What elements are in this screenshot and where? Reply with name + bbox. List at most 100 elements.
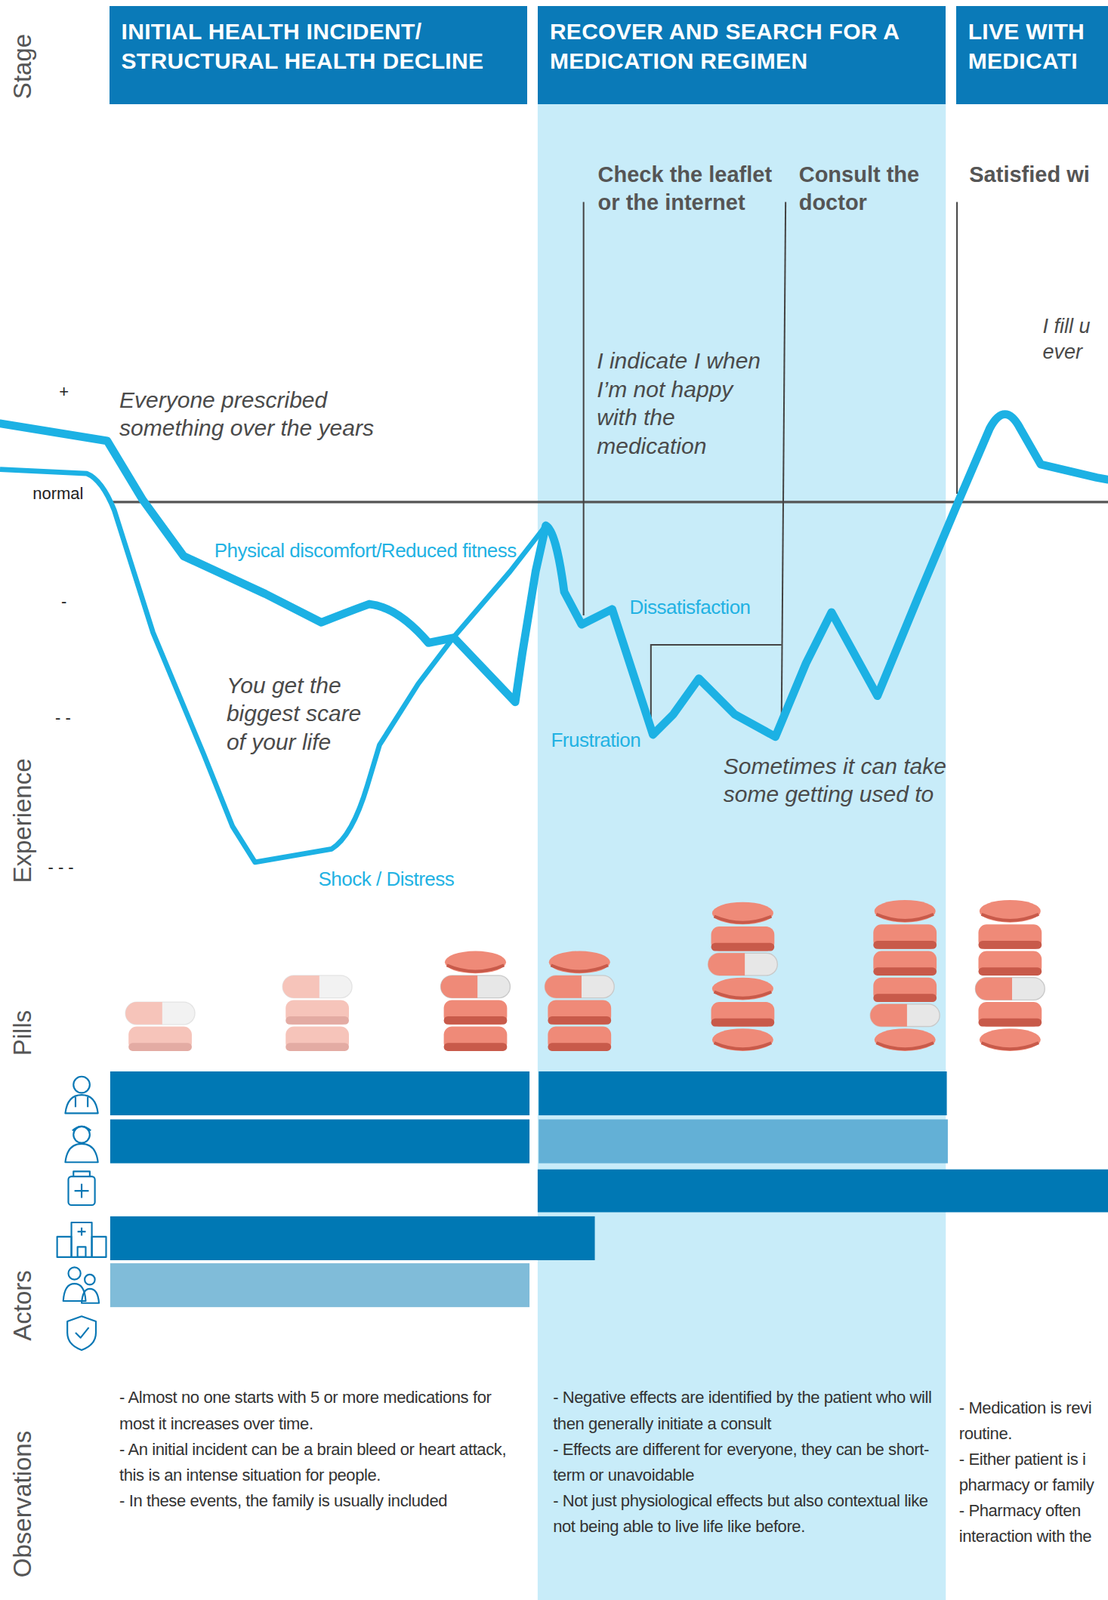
- tablet: [873, 951, 937, 976]
- observation-note: - Medication is revi routine.: [959, 1395, 1104, 1448]
- quote-text: You get the biggest scare of your life: [226, 671, 380, 757]
- tablet-edge: [444, 1043, 508, 1052]
- stage-title: RECOVER AND SEARCH FOR A MEDICATION REGI…: [549, 16, 934, 76]
- actor-bar: [538, 1119, 948, 1164]
- tablet: [444, 999, 508, 1025]
- observation-note: - Either patient is i pharmacy or family: [959, 1447, 1104, 1499]
- axis-label: Experience: [6, 759, 38, 884]
- actor-bar: [110, 1071, 530, 1116]
- pill-edge: [714, 1043, 772, 1050]
- capsule-half: [707, 953, 745, 976]
- tablet: [547, 1027, 612, 1052]
- scale-mark: -: [61, 591, 67, 613]
- pill: [712, 978, 774, 1001]
- emotion-label: Physical discomfort/Reduced fitness: [214, 538, 517, 564]
- tablet: [711, 926, 775, 951]
- capsule: [975, 978, 1045, 1001]
- scale-mark: +: [58, 381, 69, 403]
- pill: [549, 951, 611, 975]
- tablet: [128, 1027, 192, 1052]
- tablet: [285, 1027, 349, 1052]
- emotion-label: Dissatisfaction: [629, 595, 750, 621]
- tablet: [978, 1002, 1042, 1027]
- event-label: Satisfied wi: [969, 160, 1090, 189]
- hospital-icon: [57, 1222, 107, 1258]
- capsule: [441, 975, 511, 999]
- axis-label: Pills: [6, 1010, 38, 1057]
- event-line: [956, 202, 958, 495]
- event-label: Consult the doctor: [799, 160, 937, 217]
- actor-icons: [57, 1077, 107, 1351]
- doctor-icon: [64, 1077, 98, 1115]
- pill-stack: [975, 900, 1045, 1052]
- pill-edge: [714, 992, 772, 999]
- insurance-icon: [67, 1316, 96, 1351]
- observation-note: - Negative effects are identified by the…: [552, 1385, 939, 1437]
- tablet: [978, 951, 1042, 976]
- tablet-edge: [978, 941, 1042, 950]
- capsule: [870, 1004, 940, 1028]
- pill-stacks: [125, 900, 1045, 1052]
- emotion-label: Shock / Distress: [317, 867, 454, 892]
- pharmacy-icon: [68, 1171, 96, 1206]
- observation-note: - Almost no one starts with 5 or more me…: [119, 1385, 507, 1437]
- observation-note: - Not just physiological effects but als…: [552, 1488, 939, 1541]
- capsule-half: [125, 1002, 163, 1025]
- experience-curve: [0, 414, 1108, 738]
- quote-text: I indicate I when I’m not happy with the…: [596, 346, 766, 460]
- stage-title: LIVE WITH MEDICATI: [968, 16, 1096, 76]
- pill-stack: [441, 951, 511, 1052]
- pill-stack: [544, 951, 615, 1052]
- quote-text: Everyone prescribed something over the y…: [119, 385, 396, 443]
- stage-title: INITIAL HEALTH INCIDENT/ STRUCTURAL HEAL…: [121, 16, 516, 76]
- quote-text: Sometimes it can take some getting used …: [723, 752, 954, 809]
- capsule-half: [975, 978, 1013, 1001]
- tablet: [285, 999, 349, 1025]
- actor-bar: [110, 1119, 530, 1164]
- scale-mark: - -: [55, 707, 71, 729]
- pill-edge: [981, 1043, 1039, 1050]
- axis-label: Stage: [6, 33, 38, 99]
- actor-bar: [110, 1263, 530, 1308]
- capsule-half: [441, 975, 479, 999]
- tablet-edge: [285, 1016, 349, 1025]
- capsule: [544, 975, 615, 999]
- pill: [444, 951, 507, 975]
- tablet: [978, 924, 1042, 949]
- quote-text: I fill u ever: [1043, 314, 1105, 366]
- pill-edge: [876, 1043, 934, 1050]
- actor-bar: [538, 1071, 947, 1116]
- capsule-half: [870, 1004, 908, 1028]
- emotion-label: Frustration: [550, 728, 641, 754]
- capsule: [282, 975, 352, 999]
- tablet-edge: [978, 1018, 1042, 1028]
- capsule: [125, 1002, 195, 1025]
- observation-note: - In these events, the family is usually…: [119, 1488, 507, 1515]
- scale-mark: normal: [32, 483, 84, 505]
- stage-header: INITIAL HEALTH INCIDENT/ STRUCTURAL HEAL…: [109, 6, 528, 105]
- pill: [874, 1028, 936, 1052]
- tablet-edge: [978, 967, 1042, 976]
- tablet-edge: [711, 1018, 775, 1028]
- pill-edge: [981, 914, 1039, 921]
- tablet-edge: [873, 941, 937, 950]
- pill-stack: [125, 1002, 195, 1052]
- pill: [979, 900, 1041, 923]
- tablet-edge: [547, 1016, 612, 1025]
- actor-bar: [537, 1169, 1108, 1213]
- axis-label: Actors: [6, 1270, 38, 1342]
- pill: [712, 1028, 774, 1052]
- pill: [712, 902, 774, 926]
- tablet: [873, 924, 937, 949]
- tablet-edge: [285, 1043, 349, 1052]
- pill-edge: [447, 965, 505, 972]
- pill-edge: [550, 965, 609, 972]
- pill-edge: [714, 916, 772, 923]
- actor-bar: [110, 1216, 596, 1261]
- nurse-icon: [64, 1126, 98, 1163]
- event-line: [781, 202, 786, 720]
- observation-note: - Effects are different for everyone, th…: [552, 1437, 939, 1489]
- capsule-half: [544, 975, 582, 999]
- capsule-half: [282, 975, 320, 999]
